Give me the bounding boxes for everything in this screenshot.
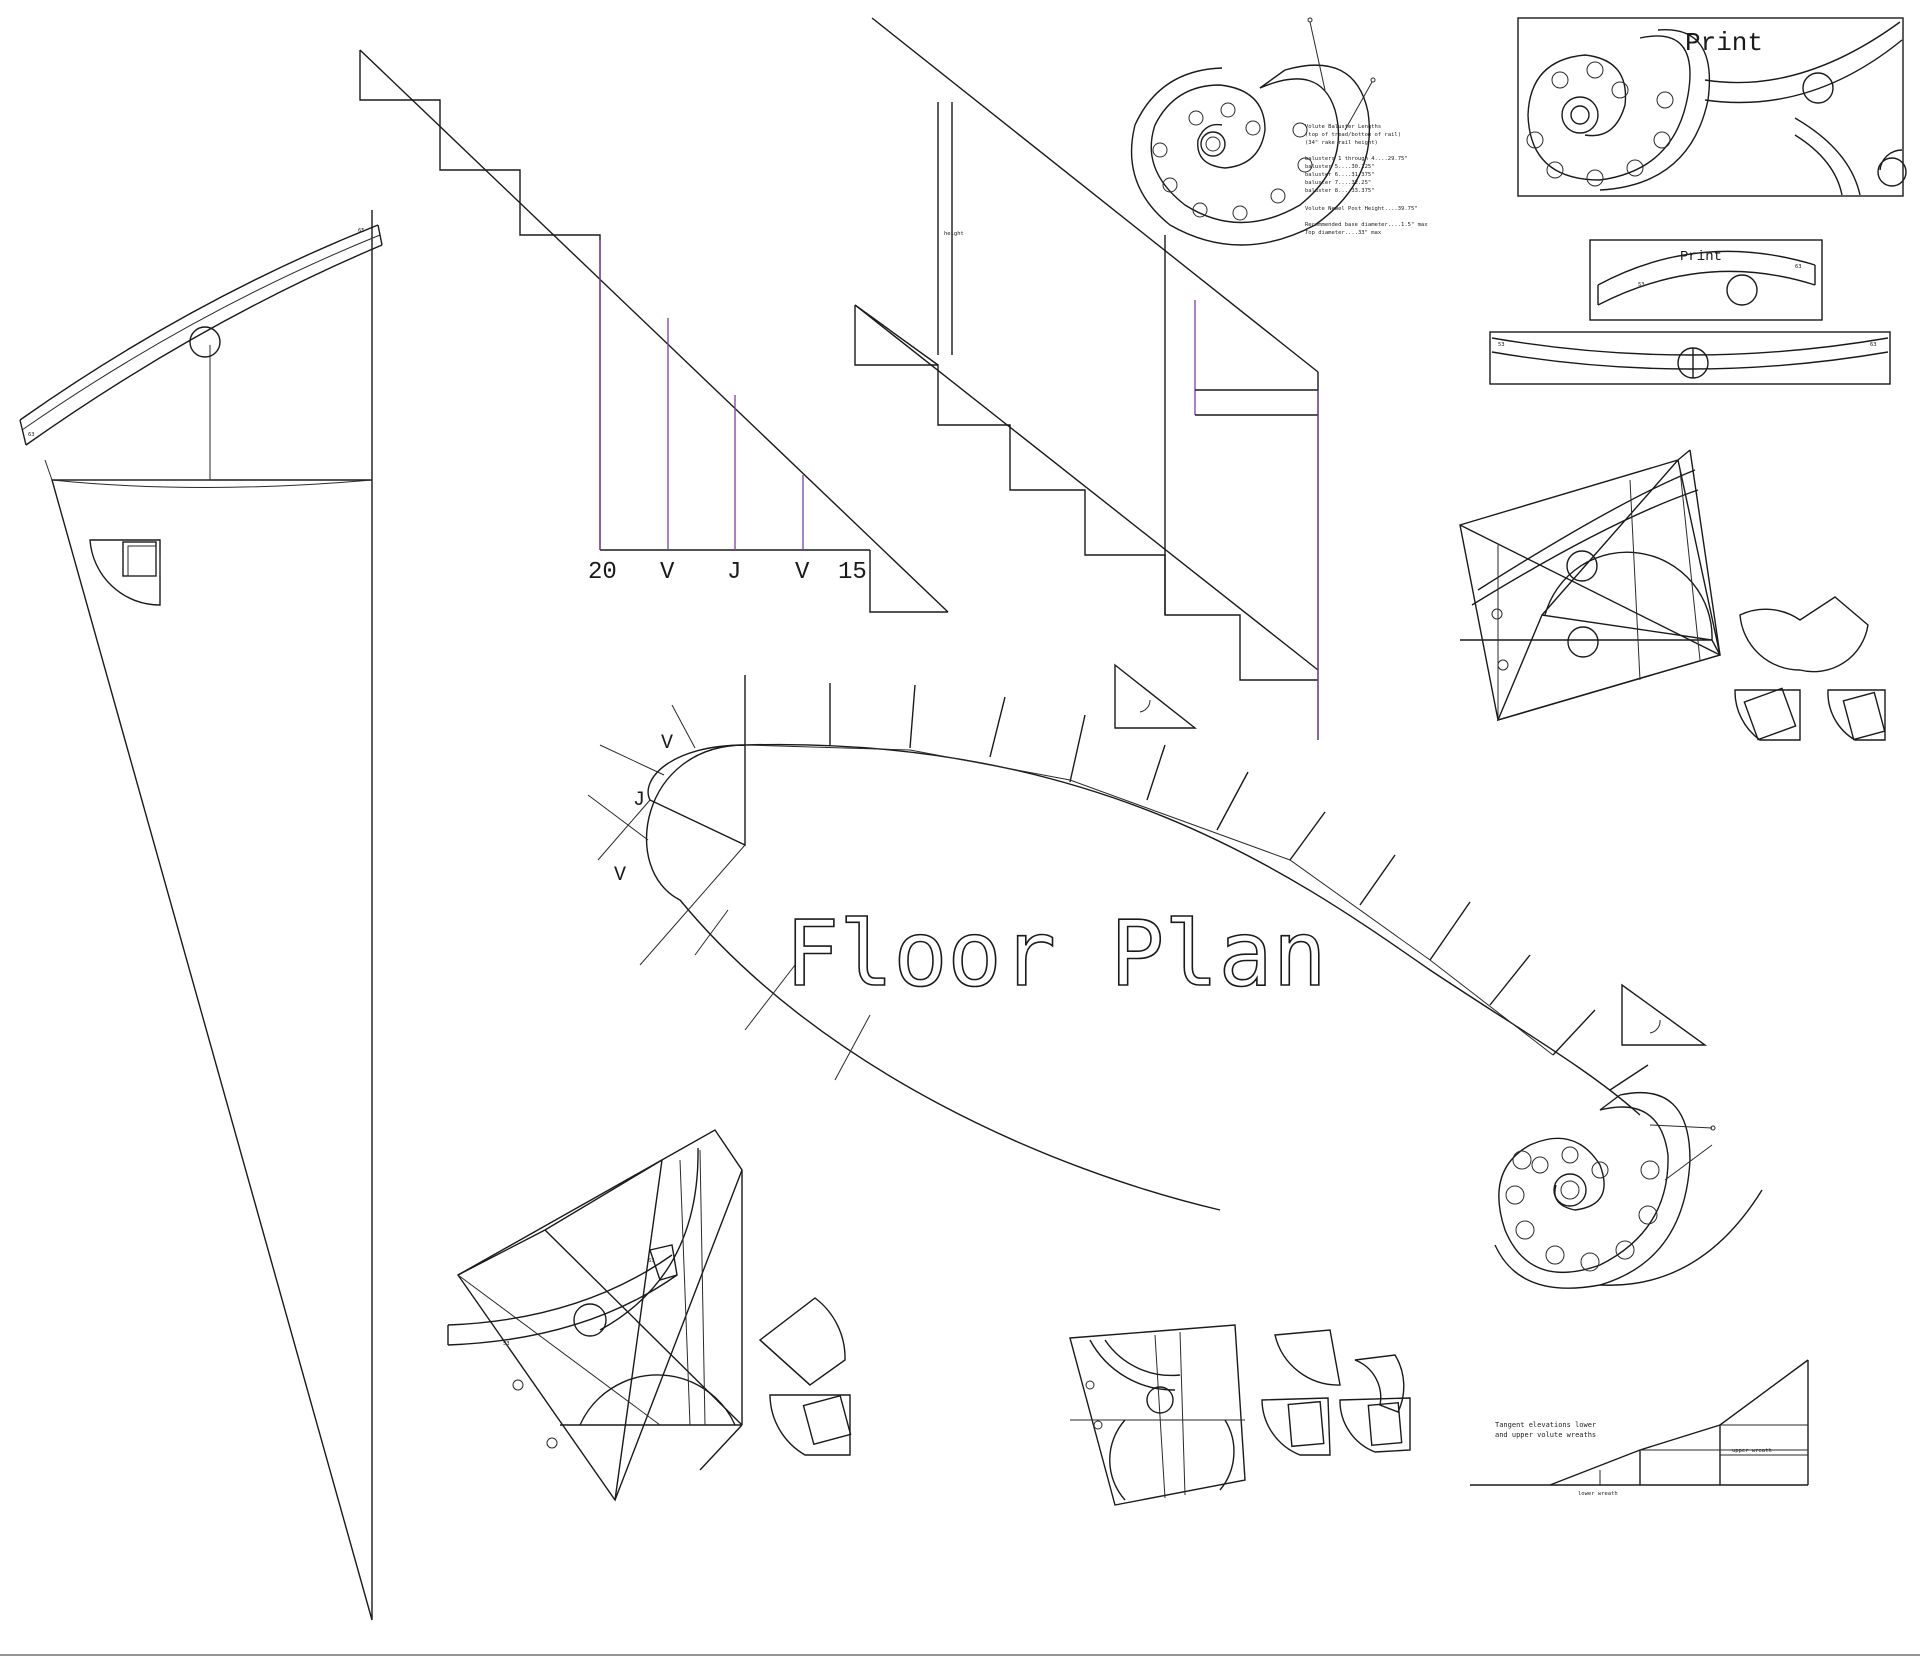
tangent-note-line-2: and upper volute wreaths (1495, 1431, 1596, 1439)
svg-text:63: 63 (1795, 264, 1802, 270)
tangent-note-line-1: Tangent elevations lower (1495, 1421, 1596, 1429)
volute-plan-top: Volute Baluster Lengths (top of tread/bo… (1130, 17, 1428, 246)
floor-plan: V J V Floor Plan (587, 675, 1649, 1211)
wreath-development-upper (1459, 449, 1722, 722)
svg-text:Recommended base diameter....1: Recommended base diameter....1.5" max (1305, 222, 1428, 228)
svg-text:53: 53 (1498, 342, 1505, 348)
left-wedge-elevation: 63 65 (19, 210, 383, 1621)
print-label-1: Print (1685, 28, 1763, 58)
volute-plan-lower (1494, 1091, 1763, 1289)
elevation-label-15: 15 (838, 559, 867, 586)
quarter-circle-templates-upper (1734, 596, 1886, 741)
svg-text:Volute Baluster Lengths: Volute Baluster Lengths (1305, 124, 1381, 130)
small-triangles (1114, 663, 1708, 1046)
elevation-label-20: 20 (588, 559, 617, 586)
volute-baluster-note: Volute Baluster Lengths (top of tread/bo… (1305, 124, 1428, 236)
svg-text:baluster 5....30.125": baluster 5....30.125" (1305, 164, 1375, 170)
svg-text:balusters 1 through 4....29.75: balusters 1 through 4....29.75" (1305, 156, 1408, 162)
print-label-2: Print (1680, 249, 1722, 265)
svg-text:(34" rake rail height): (34" rake rail height) (1305, 140, 1378, 146)
svg-text:baluster 8....33.375": baluster 8....33.375" (1305, 188, 1375, 194)
quarter-circle-templates-lower-left (758, 1297, 852, 1456)
svg-text:53: 53 (1638, 282, 1645, 288)
stair-elevation-left: 20 V J V 15 (359, 49, 949, 613)
tangent-label-upper: upper wreath (1732, 1448, 1772, 1454)
tangent-label-lower: lower wreath (1578, 1491, 1618, 1497)
svg-text:Volute Newel Post Height....39: Volute Newel Post Height....39.75" (1305, 206, 1418, 212)
lower-wreath-number-63: 63 (648, 1258, 655, 1264)
plan-label-v2: V (614, 864, 626, 887)
svg-text:Top diameter....33" max: Top diameter....33" max (1305, 230, 1382, 236)
quarter-circle-templates-lower-center (1261, 1329, 1411, 1456)
svg-text:63: 63 (1870, 342, 1877, 348)
svg-text:(top of tread/bottom of rail): (top of tread/bottom of rail) (1305, 132, 1401, 138)
elevation-label-v2: V (795, 559, 810, 586)
svg-text:height: height (944, 231, 964, 237)
plan-label-v1: V (661, 732, 673, 755)
wreath-development-lower: 53 63 (447, 1129, 743, 1502)
wreath-development-small (1069, 1324, 1246, 1506)
svg-text:65: 65 (358, 228, 365, 234)
print-template-box-1: Print (1517, 17, 1907, 197)
svg-text:baluster 7....32.25": baluster 7....32.25" (1305, 180, 1371, 186)
svg-text:baluster 6....31.375": baluster 6....31.375" (1305, 172, 1375, 178)
floor-plan-title: Floor Plan (785, 902, 1327, 1007)
rail-strip: 53 63 (1489, 331, 1891, 385)
wreath-number-label: 63 (28, 432, 35, 438)
tangent-elevations: Tangent elevations lower and upper volut… (1470, 1359, 1809, 1497)
print-template-box-2: Print 53 63 (1589, 239, 1823, 321)
stair-elevation-right: height (854, 17, 1319, 740)
plan-label-j: J (633, 789, 645, 812)
elevation-label-v1: V (660, 559, 675, 586)
lower-wreath-number-53: 53 (503, 1341, 510, 1347)
elevation-label-j: J (727, 559, 741, 586)
